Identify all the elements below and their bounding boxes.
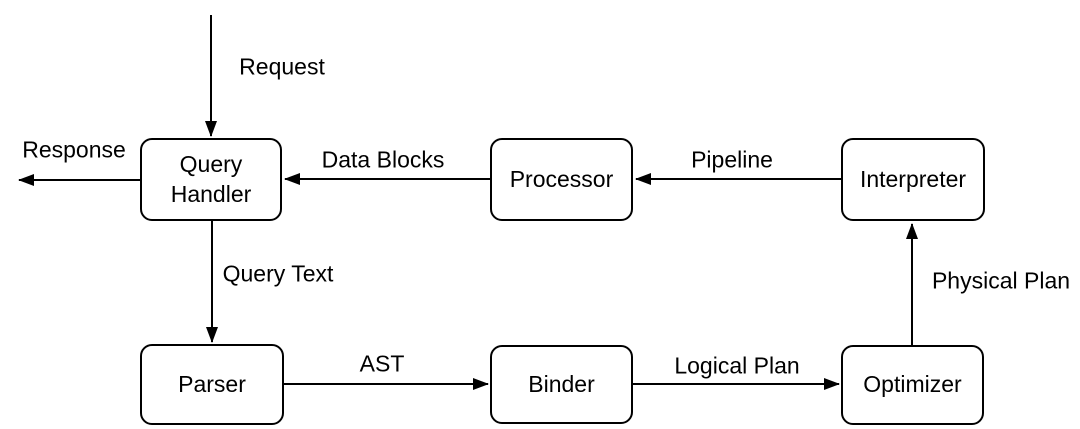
node-label-binder: Binder <box>528 370 595 397</box>
edge-label-data-blocks: Data Blocks <box>318 146 448 174</box>
node-parser: Parser <box>140 344 284 425</box>
edge-label-response: Response <box>19 136 129 164</box>
node-processor: Processor <box>490 138 633 221</box>
edge-label-query-text: Query Text <box>219 260 337 288</box>
node-binder: Binder <box>490 345 633 424</box>
edge-label-ast: AST <box>356 350 408 378</box>
edge-label-request: Request <box>236 53 328 81</box>
edge-label-logical-plan: Logical Plan <box>671 352 803 380</box>
node-label-query-handler: Query Handler <box>170 151 252 207</box>
node-optimizer: Optimizer <box>841 345 984 425</box>
node-query-handler: Query Handler <box>140 138 282 221</box>
node-label-processor: Processor <box>509 165 614 192</box>
edge-label-physical-plan: Physical Plan <box>928 267 1074 295</box>
node-interpreter: Interpreter <box>841 138 985 221</box>
node-label-parser: Parser <box>178 370 246 397</box>
edge-label-pipeline: Pipeline <box>688 146 776 174</box>
node-label-interpreter: Interpreter <box>859 165 967 192</box>
node-label-optimizer: Optimizer <box>863 371 962 398</box>
